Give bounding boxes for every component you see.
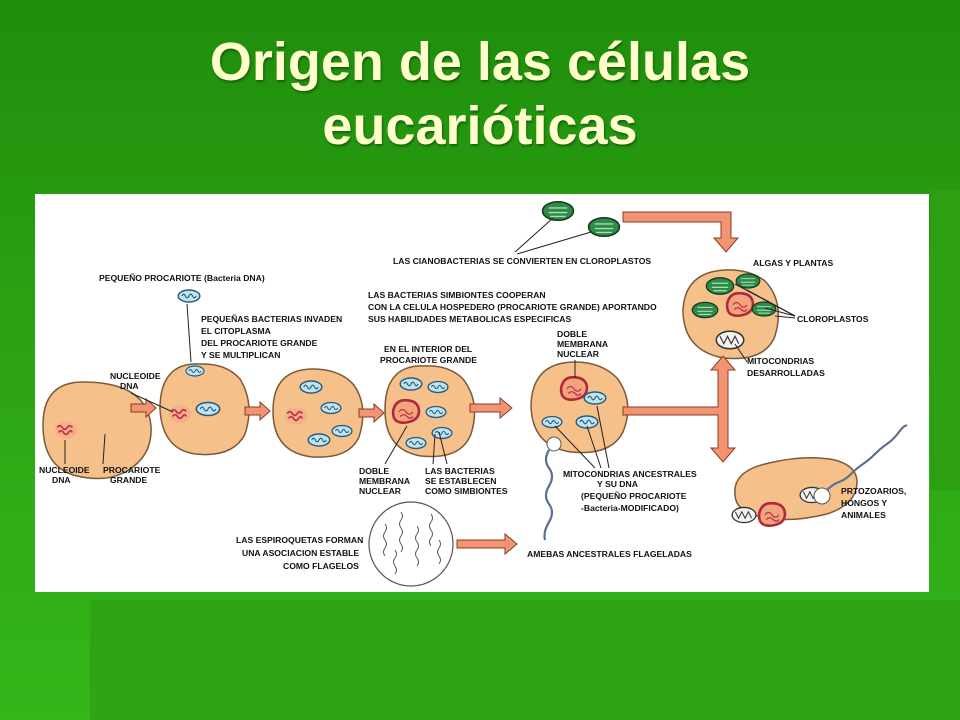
arrow-step-2 [244, 400, 271, 422]
multiplied-cell [272, 368, 364, 458]
mito-ancestral-pointer-2 [586, 425, 602, 469]
arrow-step-3 [358, 402, 385, 424]
cyano-pointer-1 [514, 217, 554, 253]
label-amebas: AMEBAS ANCESTRALES FLAGELADAS [527, 549, 692, 559]
cyano-pointer-2 [516, 231, 592, 255]
label-protozoarios-2: HONGOS Y [841, 498, 887, 508]
mito-ancestral-pointer-1 [554, 425, 596, 469]
las-bacterias-pointer-1 [432, 433, 436, 465]
mito-dev-pointer [734, 343, 748, 363]
cyanobacteria [541, 200, 621, 238]
ancestral-eukaryote-cell [530, 361, 629, 541]
label-interior-2: PROCARIOTE GRANDE [380, 355, 477, 365]
slide-title: Origen de las células eucarióticas [0, 30, 960, 158]
label-simbiontes-2: CON LA CELULA HOSPEDERO (PROCARIOTE GRAN… [368, 302, 657, 312]
procariote-pointer [102, 433, 106, 465]
background-decoration-right [930, 190, 960, 490]
arrow-branching [622, 355, 737, 463]
label-pequenas-bacterias-4: Y SE MULTIPLICAN [201, 350, 280, 360]
doble-membrana-pointer-a [384, 425, 408, 465]
cloro-pointer-3 [764, 307, 796, 317]
label-espiroquetas-2: UNA ASOCIACION ESTABLE [242, 548, 359, 558]
label-doble-membrana-b-2: MEMBRANA [557, 339, 608, 349]
protozoa-animal-cell [731, 424, 908, 528]
arrow-spirochetes [456, 532, 518, 556]
arrow-step-4 [469, 396, 513, 420]
label-nucleoide-dna-2: DNA [52, 475, 71, 485]
nucleated-cell [384, 365, 476, 458]
title-line-1: Origen de las células [209, 32, 751, 92]
label-las-bacterias-3: COMO SIMBIONTES [425, 486, 508, 496]
label-nucleoide-top-2: DNA [120, 381, 139, 391]
label-mito-desarrolladas-1: MITOCONDRIAS [747, 356, 814, 366]
label-pequeno-procariote: PEQUEÑO PROCARIOTE (Bacteria DNA) [99, 273, 265, 283]
label-doble-membrana-a-2: MEMBRANA [359, 476, 410, 486]
label-doble-membrana-a-1: DOBLE [359, 466, 389, 476]
arrow-step-1 [130, 397, 157, 419]
label-espiroquetas-3: COMO FLAGELOS [283, 561, 359, 571]
label-algas-plantas: ALGAS Y PLANTAS [753, 258, 833, 268]
label-doble-membrana-a-3: NUCLEAR [359, 486, 402, 496]
cloro-pointer-2 [746, 289, 796, 317]
label-pequenas-bacterias-1: PEQUEÑAS BACTERIAS INVADEN [201, 314, 342, 324]
label-interior-1: EN EL INTERIOR DEL [384, 344, 472, 354]
label-mito-ancestrales-4: -Bacteria-MODIFICADO) [581, 503, 679, 513]
label-pequenas-bacterias-2: EL CITOPLASMA [201, 326, 271, 336]
label-doble-membrana-b-3: NUCLEAR [557, 349, 600, 359]
label-simbiontes-3: SUS HABILIDADES METABOLICAS ESPECIFICAS [368, 314, 572, 324]
label-pequenas-bacterias-3: DEL PROCARIOTE GRANDE [201, 338, 318, 348]
cloro-pointer-4 [774, 315, 796, 319]
title-line-2: eucarióticas [322, 96, 638, 156]
label-mito-ancestrales-2: Y SU DNA [597, 479, 638, 489]
invasion-pointer [186, 303, 192, 363]
spirochetes-circle [368, 501, 454, 587]
nucleoide-pointer-2 [130, 392, 174, 413]
arrow-cyano-to-plant [622, 211, 740, 253]
mito-ancestral-pointer-3 [596, 405, 610, 469]
invaded-cell [159, 363, 250, 456]
label-cianobacterias: LAS CIANOBACTERIAS SE CONVIERTEN EN CLOR… [393, 256, 651, 266]
label-mito-ancestrales-1: MITOCONDRIAS ANCESTRALES [563, 469, 697, 479]
label-las-bacterias-1: LAS BACTERIAS [425, 466, 495, 476]
label-mito-ancestrales-3: (PEQUEÑO PROCARIOTE [581, 491, 687, 501]
background-decoration-bottom [90, 600, 960, 720]
label-nucleoide-dna-1: NUCLEOIDE [39, 465, 90, 475]
plant-algae-cell [682, 269, 780, 360]
label-protozoarios-1: PRTOZOARIOS, [841, 486, 906, 496]
label-doble-membrana-b-1: DOBLE [557, 329, 587, 339]
las-bacterias-pointer-2 [438, 431, 448, 465]
label-protozoarios-3: ANIMALES [841, 510, 886, 520]
small-prokaryote-bacterium [177, 289, 201, 303]
label-cloroplastos: CLOROPLASTOS [797, 314, 869, 324]
label-procariote-grande-2: GRANDE [110, 475, 148, 485]
label-espiroquetas-1: LAS ESPIROQUETAS FORMAN [236, 535, 363, 545]
label-simbiontes-1: LAS BACTERIAS SIMBIONTES COOPERAN [368, 290, 546, 300]
endosymbiosis-diagram: NUCLEOIDE DNA PROCARIOTE GRANDE NUCLEOID… [35, 194, 929, 592]
label-mito-desarrolladas-2: DESARROLLADAS [747, 368, 825, 378]
label-procariote-grande-1: PROCARIOTE [103, 465, 161, 475]
label-las-bacterias-2: SE ESTABLECEN [425, 476, 496, 486]
label-nucleoide-top-1: NUCLEOIDE [110, 371, 161, 381]
